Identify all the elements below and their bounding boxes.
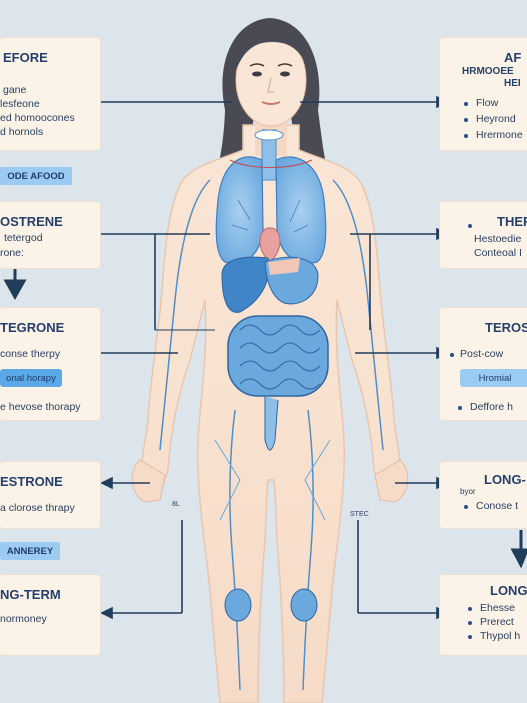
panel-line: Conose t xyxy=(476,500,519,512)
panel-line: d hornols xyxy=(0,126,44,138)
bullet xyxy=(468,635,472,639)
right-panel-teros: TEROS Post-cow Hromial Deffore h xyxy=(440,308,527,420)
panel-line: Ehesse xyxy=(480,602,516,614)
panel-line: lesfeone xyxy=(0,98,40,110)
panel-title: EFORE xyxy=(3,50,48,65)
left-panel-long-term: NG-TERM normoney xyxy=(0,575,100,655)
panel-title: TEROS xyxy=(485,320,527,335)
bullet xyxy=(464,118,468,122)
left-panel-before: EFORE gane lesfeone ed homoocones d horn… xyxy=(0,38,100,150)
panel-line: ed homoocones xyxy=(0,112,75,124)
panel-line: Thypol h xyxy=(480,630,521,642)
panel-line: conse therpy xyxy=(0,348,61,360)
panel-title: NG-TERM xyxy=(0,587,61,602)
bullet xyxy=(458,406,462,410)
panel-title: THER xyxy=(497,214,527,229)
left-tag-button[interactable]: ANNEREY xyxy=(0,542,60,560)
bullet xyxy=(450,353,454,357)
panel-line: normoney xyxy=(0,613,47,625)
panel-title: LONG- xyxy=(490,583,527,598)
left-panel-tegrone: TEGRONE conse therpy onal horapy e hevos… xyxy=(0,308,100,420)
panel-pill[interactable]: Hromial xyxy=(460,369,527,387)
panel-title: LONG- xyxy=(484,472,526,487)
panel-line: gane xyxy=(3,84,27,96)
bullet xyxy=(464,505,468,509)
bullet xyxy=(464,102,468,106)
panel-title: TEGRONE xyxy=(0,320,65,335)
small-label: 8L xyxy=(172,501,180,508)
panel-pill[interactable]: onal horapy xyxy=(0,369,62,387)
right-panel-ther: THER Hestoedie Conteoal I xyxy=(440,202,527,268)
right-panel-after: AF HRMOOEE HEI Flow Heyrond Hrermone xyxy=(440,38,527,150)
panel-line: Flow xyxy=(476,97,499,109)
panel-line: e hevose thorapy xyxy=(0,401,81,413)
panel-line: Heyrond xyxy=(476,113,516,125)
panel-line: rone: xyxy=(0,247,24,259)
panel-line: Deffore h xyxy=(470,401,513,413)
bullet xyxy=(468,621,472,625)
left-panel-ostrene: OSTRENE tetergod rone: xyxy=(0,202,100,268)
panel-sub: byor xyxy=(460,487,476,496)
bullet xyxy=(468,224,472,228)
panel-title: OSTRENE xyxy=(0,214,63,229)
panel-line: Post-cow xyxy=(460,348,504,360)
panel-title: ESTRONE xyxy=(0,474,63,489)
panel-title: AF xyxy=(504,50,522,65)
left-tag-button[interactable]: ODE AFOOD xyxy=(0,167,72,185)
panel-subtitle: HRMOOEE xyxy=(462,66,514,77)
panel-line: tetergod xyxy=(4,232,43,244)
panel-line: Hestoedie xyxy=(474,233,522,245)
panel-subtitle: HEI xyxy=(504,78,521,89)
panel-line: a clorose thrapy xyxy=(0,502,75,514)
small-label: STEC xyxy=(350,511,369,518)
panel-line: Hrermone xyxy=(476,129,523,141)
panel-line: Conteoal I xyxy=(474,247,522,259)
left-panel-estrone: ESTRONE a clorose thrapy xyxy=(0,462,100,528)
bullet xyxy=(468,607,472,611)
right-panel-long-1: LONG- byor Conose t xyxy=(440,462,527,528)
right-panel-long-2: LONG- Ehesse Prerect Thypol h xyxy=(440,575,527,655)
bullet xyxy=(464,134,468,138)
panel-line: Prerect xyxy=(480,616,514,628)
